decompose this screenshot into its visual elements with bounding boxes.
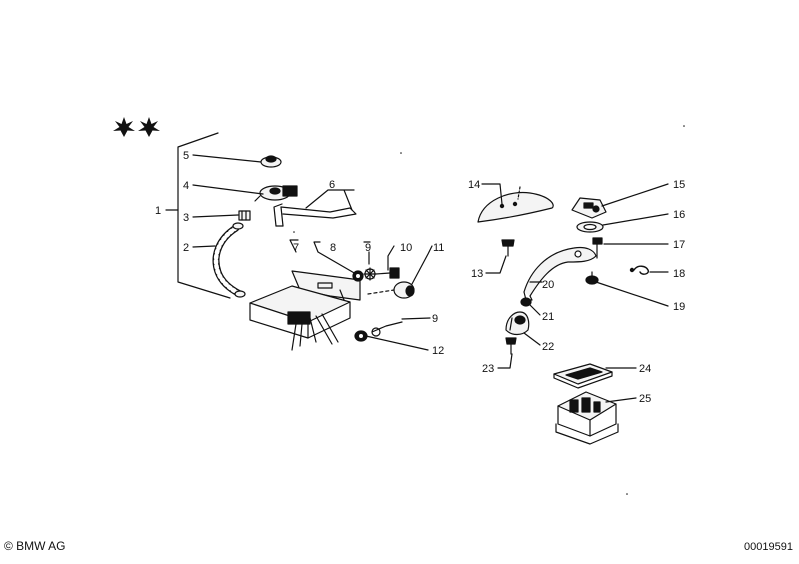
callout-9-lower: 9 <box>432 313 438 325</box>
part-5-cap-top <box>265 155 277 163</box>
callout-3: 3 <box>183 212 189 224</box>
leader-8 <box>313 241 357 275</box>
part-24-lens <box>553 363 613 389</box>
part-11-connector <box>393 281 415 299</box>
callout-19: 19 <box>673 301 685 313</box>
callout-8: 8 <box>330 242 336 254</box>
leader-4 <box>192 184 264 195</box>
part-22-knob <box>505 311 530 336</box>
part-25-switch <box>555 391 619 445</box>
part-6-key <box>273 203 357 227</box>
leader-25 <box>605 397 637 403</box>
leader-6 <box>305 189 355 211</box>
part-23-screw <box>505 337 517 355</box>
leader-11b <box>367 289 395 295</box>
assembly-bracket-1 <box>177 132 231 299</box>
callout-1: 1 <box>155 205 161 217</box>
part-21-nut <box>520 297 532 307</box>
part-15-lamp-holder <box>571 197 607 219</box>
leader-19 <box>595 281 669 307</box>
callout-18: 18 <box>673 268 685 280</box>
part-3-nut <box>238 210 251 221</box>
callout-13: 13 <box>471 268 483 280</box>
callout-labels: 1 2 3 4 5 6 7 8 9 10 11 9 12 13 14 15 16… <box>155 150 685 405</box>
registration-dots <box>293 125 685 495</box>
leader-2 <box>192 245 216 248</box>
part-13-screw <box>501 239 515 257</box>
leader-23 <box>497 353 513 369</box>
callout-5: 5 <box>183 150 189 162</box>
leader-10 <box>387 245 395 271</box>
leader-22 <box>523 332 541 346</box>
leader-12 <box>365 335 429 351</box>
part-9-lock-washer <box>363 267 377 281</box>
part-19-screw <box>585 271 599 285</box>
part-20-lamp-arm <box>523 246 597 301</box>
callout-15: 15 <box>673 179 685 191</box>
part-10-screw <box>375 267 400 279</box>
part-16-gasket <box>576 221 604 233</box>
leader-11 <box>411 245 433 285</box>
part-2-hose <box>212 222 246 298</box>
callout-12: 12 <box>432 345 444 357</box>
callout-20: 20 <box>542 279 554 291</box>
leader-9a <box>363 241 371 265</box>
leader-3 <box>192 214 239 218</box>
leader-7 <box>289 239 299 253</box>
part-4-sender <box>254 185 298 202</box>
leader-9b <box>401 317 431 320</box>
callout-11: 11 <box>433 242 444 254</box>
callout-4: 4 <box>183 180 189 192</box>
callout-2: 2 <box>183 242 189 254</box>
part-control-unit <box>249 285 351 351</box>
leader-5 <box>192 154 262 163</box>
leader-13 <box>485 255 507 274</box>
callout-10: 10 <box>400 242 412 254</box>
copyright-notice: © BMW AG <box>4 539 66 553</box>
diagram-number: 00019591 <box>744 541 793 553</box>
callout-7: 7 <box>293 242 299 254</box>
callout-6: 6 <box>329 179 335 191</box>
callout-22: 22 <box>542 341 554 353</box>
callout-17: 17 <box>673 239 685 251</box>
part-18-clip <box>633 265 649 275</box>
leader-16 <box>602 213 669 226</box>
callout-25: 25 <box>639 393 651 405</box>
part-12-nut <box>354 330 368 342</box>
callout-16: 16 <box>673 209 685 221</box>
leader-15 <box>601 183 669 207</box>
callout-14: 14 <box>468 179 480 191</box>
part-17-screw <box>592 237 603 259</box>
leader-21 <box>529 304 541 316</box>
callout-9-upper: 9 <box>365 242 371 254</box>
leader-14 <box>481 183 503 205</box>
callout-23: 23 <box>482 363 494 375</box>
callout-24: 24 <box>639 363 651 375</box>
callout-21: 21 <box>542 311 554 323</box>
part-14-cover <box>477 186 554 223</box>
star-marker-icon <box>113 117 160 137</box>
part-9-lower-screw <box>371 321 403 337</box>
